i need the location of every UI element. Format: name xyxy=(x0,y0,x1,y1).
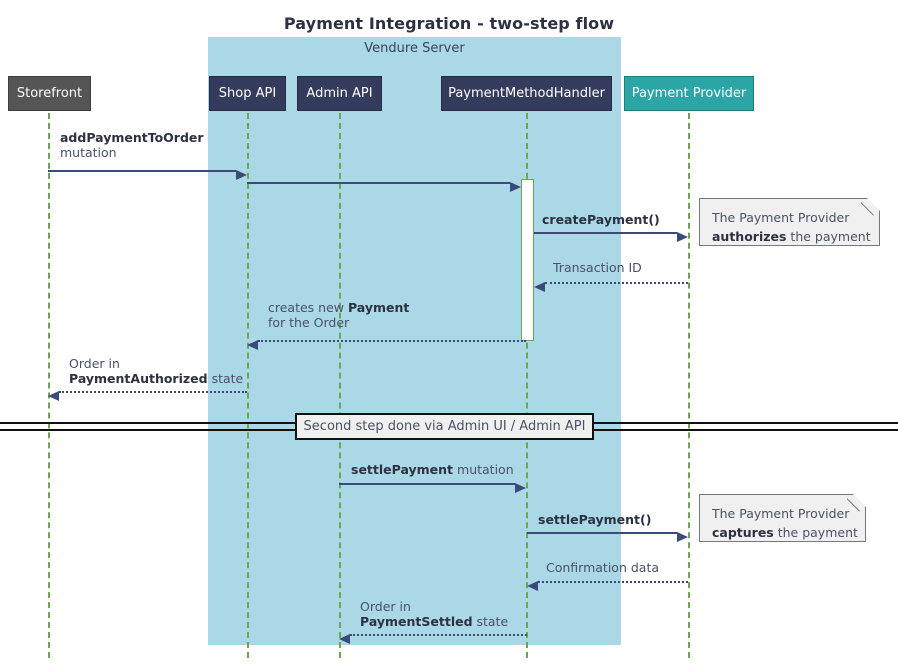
note-captures-payment: The Payment Provider captures the paymen… xyxy=(699,494,866,542)
participant-admin-api[interactable]: Admin API xyxy=(297,76,382,111)
arrowhead-confirmation-data xyxy=(527,581,538,591)
participant-payment-provider[interactable]: Payment Provider xyxy=(624,76,754,111)
label-text-order-in-authorized: Order in xyxy=(69,356,120,371)
note-fold-edge-icon xyxy=(861,198,880,217)
label-text-confirmation-data: Confirmation data xyxy=(546,560,660,575)
arrowhead-transaction-id xyxy=(534,282,545,292)
message-label-confirmation-data: Confirmation data xyxy=(546,560,659,575)
divider-box-second-step: Second step done via Admin UI / Admin AP… xyxy=(295,413,594,440)
label-text-authorized-state: state xyxy=(207,371,244,386)
arrowhead-order-payment-authorized xyxy=(48,391,59,401)
label-text-settled-state: state xyxy=(472,614,509,629)
message-label-order-payment-authorized: Order in PaymentAuthorized state xyxy=(69,356,243,386)
arrowhead-add-payment-to-order xyxy=(236,170,247,180)
label-text-payment-authorized-bold: PaymentAuthorized xyxy=(69,371,208,386)
note-authorizes-payment: The Payment Provider authorizes the paym… xyxy=(699,198,880,246)
label-text-settle-payment-rest: mutation xyxy=(453,462,514,477)
label-text-add-payment-bold: addPaymentToOrder xyxy=(60,130,204,145)
note-2-line-1: The Payment Provider xyxy=(712,506,850,521)
arrowhead-order-payment-settled xyxy=(339,634,350,644)
message-arrow-confirmation-data xyxy=(538,581,688,583)
label-text-payment-settled-bold: PaymentSettled xyxy=(360,614,473,629)
participant-storefront[interactable]: Storefront xyxy=(8,76,91,111)
message-arrow-add-payment-to-order xyxy=(48,170,236,172)
message-label-creates-new-payment: creates new Payment for the Order xyxy=(268,300,409,330)
participant-label-storefront: Storefront xyxy=(16,86,83,101)
note-line-1: The Payment Provider xyxy=(712,210,850,225)
message-label-order-payment-settled: Order in PaymentSettled state xyxy=(360,599,508,629)
label-text-creates-new-line2: for the Order xyxy=(268,315,350,330)
note-line-2-rest: the payment xyxy=(786,229,871,244)
label-text-add-payment-rest: mutation xyxy=(60,145,117,160)
activation-bar-payment-method-handler xyxy=(521,179,534,341)
message-arrow-order-payment-authorized xyxy=(59,391,247,393)
message-label-create-payment: createPayment() xyxy=(542,212,660,227)
message-arrow-create-payment xyxy=(534,232,677,234)
label-text-transaction-id: Transaction ID xyxy=(553,260,642,275)
label-text-order-in-settled: Order in xyxy=(360,599,411,614)
message-arrow-transaction-id xyxy=(545,282,688,284)
participant-label-payment-method-handler: PaymentMethodHandler xyxy=(448,86,605,101)
message-label-add-payment-to-order: addPaymentToOrder mutation xyxy=(60,130,204,160)
label-text-settle-payment-call: settlePayment() xyxy=(538,512,652,527)
arrowhead-settle-payment-mutation xyxy=(515,483,526,493)
message-arrow-shop-api-to-handler xyxy=(247,182,510,184)
note-2-line-2-bold: captures xyxy=(712,525,774,540)
participant-payment-method-handler[interactable]: PaymentMethodHandler xyxy=(441,76,612,111)
note-2-line-2-rest: the payment xyxy=(773,525,858,540)
label-text-settle-payment-bold: settlePayment xyxy=(351,462,454,477)
participant-label-admin-api: Admin API xyxy=(306,86,373,101)
message-arrow-order-payment-settled xyxy=(350,634,527,636)
message-arrow-settle-payment-call xyxy=(527,532,677,534)
arrowhead-creates-new-payment xyxy=(247,340,258,350)
message-label-settle-payment-call: settlePayment() xyxy=(538,512,651,527)
label-text-creates-new-bold: Payment xyxy=(347,300,410,315)
lifeline-storefront xyxy=(48,113,50,658)
participant-shop-api[interactable]: Shop API xyxy=(209,76,286,111)
participant-label-payment-provider: Payment Provider xyxy=(631,86,747,101)
note-fold-edge-icon-2 xyxy=(847,494,866,513)
label-text-create-payment: createPayment() xyxy=(542,212,660,227)
arrowhead-create-payment xyxy=(677,232,688,242)
lifeline-admin-api xyxy=(339,113,341,658)
lifeline-payment-provider xyxy=(688,113,690,658)
lifeline-shop-api xyxy=(247,113,249,658)
lifeline-payment-method-handler xyxy=(526,113,528,658)
participant-label-shop-api: Shop API xyxy=(218,86,277,101)
label-text-creates-new-pre: creates new xyxy=(268,300,348,315)
message-arrow-creates-new-payment xyxy=(258,340,526,342)
message-label-settle-payment-mutation: settlePayment mutation xyxy=(351,462,514,477)
arrowhead-settle-payment-call xyxy=(677,532,688,542)
group-box-label: Vendure Server xyxy=(364,41,465,56)
divider-label: Second step done via Admin UI / Admin AP… xyxy=(303,419,586,434)
diagram-title: Payment Integration - two-step flow xyxy=(283,14,615,33)
message-label-transaction-id: Transaction ID xyxy=(553,260,642,275)
note-line-2-bold: authorizes xyxy=(712,229,787,244)
message-arrow-settle-payment-mutation xyxy=(339,483,515,485)
arrowhead-shop-api-to-handler xyxy=(510,182,521,192)
